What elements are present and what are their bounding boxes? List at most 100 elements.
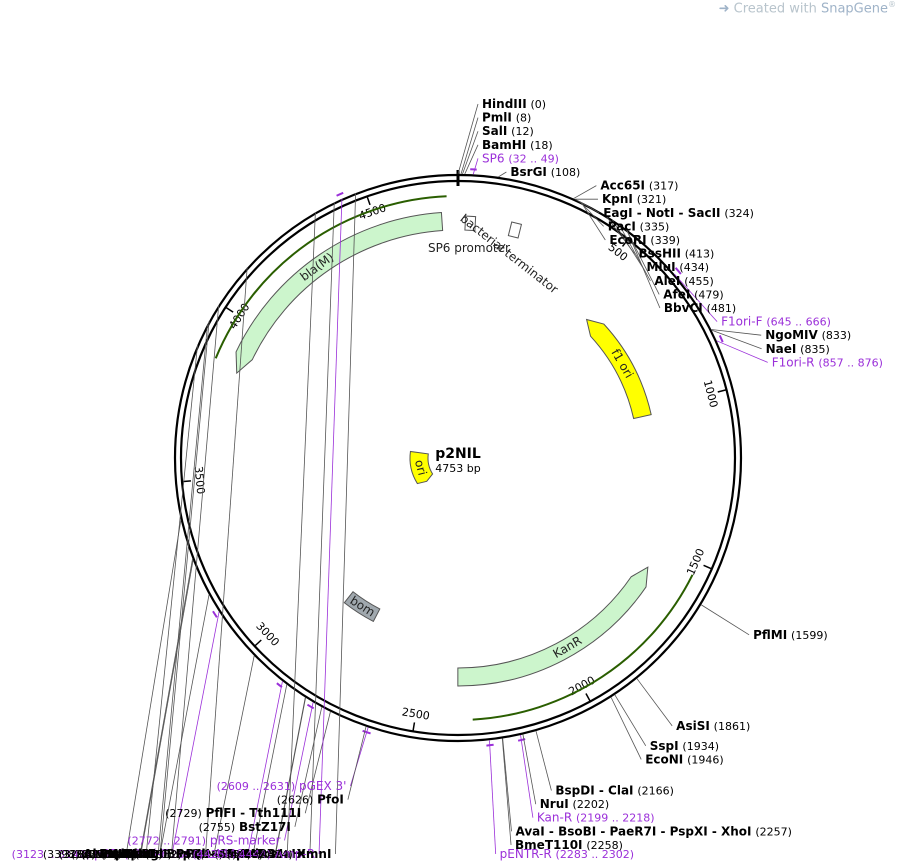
leader-l4440: [247, 681, 283, 855]
site-position: (3936): [85, 848, 122, 861]
site-position: (481): [707, 302, 737, 315]
site-name: BamHI: [482, 138, 526, 152]
site-position: (8): [516, 112, 532, 125]
enzyme-label-bbvci: BbvCI (481): [664, 301, 736, 315]
primer-label-f1ori-f: F1ori-F (645 .. 666): [721, 315, 831, 329]
leader-sp6: [472, 158, 479, 175]
site-name: BspDI - ClaI: [555, 784, 633, 798]
enzyme-label-asisi: AsiSI (1861): [676, 719, 750, 733]
enzyme-label-bsahi: (4412) BsaHI: [227, 847, 306, 861]
site-position: (1934): [682, 740, 719, 753]
enzyme-label-econi: EcoNI (1946): [645, 752, 723, 766]
leader-pfoi: [347, 726, 367, 800]
site-name: PstI: [176, 847, 202, 861]
site-position: (2729): [165, 807, 202, 820]
leader-bspqi-sapi: [252, 684, 288, 855]
enzyme-label-eagi-noti-sacii: EagI - NotI - SacII (324): [603, 206, 754, 220]
site-position: (32 .. 49): [508, 152, 559, 165]
primer-mark-l4440: [276, 682, 283, 688]
watermark-brand: SnapGene: [820, 1, 888, 17]
site-position: (2609 .. 2631): [217, 780, 296, 793]
site-position: (1946): [687, 753, 724, 766]
site-name: PspFI: [99, 847, 136, 861]
leader-amp-r: [318, 198, 343, 855]
site-name: pBR322ori-F: [94, 847, 168, 861]
site-position: (4412): [227, 848, 264, 861]
primer-mark-f1ori-r: [718, 335, 724, 343]
plasmid-backbone: [173, 170, 743, 743]
site-name: BseYI: [99, 847, 137, 861]
leader-nrui: [522, 734, 537, 805]
site-position: (2202): [573, 798, 610, 811]
leader-psti: [205, 267, 248, 855]
site-name: PacI: [608, 219, 636, 233]
primer-mark-amp-r: [336, 191, 344, 197]
site-name: EcoNI: [645, 752, 683, 766]
site-name: PflFI - Tth111I: [206, 806, 302, 820]
enzyme-label-bseyi: (3286) BseYI: [59, 847, 137, 861]
primer-label-pbr322ori-f: (3123 .. 3142) pBR322ori-F: [12, 847, 168, 861]
site-name: AhdI: [111, 847, 142, 861]
tick-mark: [412, 722, 416, 732]
leader-afei: [625, 228, 660, 295]
leader-pentr-r: [489, 740, 497, 855]
site-position: (321): [637, 193, 667, 206]
site-name: BbvCI: [664, 301, 703, 315]
enzyme-label-nrui: NruI (2202): [540, 797, 609, 811]
enzyme-label-psti: (4120) PstI: [135, 847, 201, 861]
leader-naei: [711, 329, 762, 350]
leader-lines: [125, 103, 768, 855]
leader-bbvci: [626, 229, 661, 309]
bla-m-feature: [235, 212, 444, 375]
primer-label-l4440: (2872 .. 2889) L4440: [124, 847, 244, 861]
site-position: (2866): [126, 848, 163, 861]
tick-mark: [366, 196, 371, 206]
leader-prs-marker: [284, 702, 314, 841]
watermark-mark: ®: [888, 0, 896, 9]
enzyme-label-sspi: SspI (1934): [650, 739, 719, 753]
site-position: (2199 .. 2218): [576, 812, 655, 825]
site-position: (835): [800, 343, 830, 356]
leader-pflfi-tth111i: [304, 711, 331, 814]
enzyme-label-alwni: (3398) AlwNI: [43, 847, 122, 861]
site-name: pGEX 3': [299, 779, 346, 793]
enzyme-label-scai: (4355) ScaI: [215, 847, 284, 861]
site-position: (3875): [71, 848, 108, 861]
site-name: AlwNI: [83, 847, 122, 861]
site-name: Amp-R: [275, 847, 315, 861]
site-name: NgoMIV: [765, 328, 818, 342]
leader-alwni: [125, 520, 182, 855]
enzyme-label-bspqi-sapi: (2866) BspQI - SapI: [126, 847, 249, 861]
site-position: (479): [694, 288, 724, 301]
site-name: XmnI: [297, 847, 332, 861]
enzyme-label-pcii: (2982) PciI: [145, 847, 210, 861]
orf-line: [472, 574, 694, 721]
enzyme-label-pflmi: PflMI (1599): [753, 628, 828, 642]
primer-label-sp6: SP6 (32 .. 49): [482, 151, 559, 165]
leader-bsahi: [309, 202, 335, 855]
primer-label-f1ori-r: F1ori-R (857 .. 876): [772, 355, 883, 369]
site-name: EcoRI: [609, 233, 646, 247]
site-name: BstZ17I: [239, 820, 291, 834]
leader-pmli: [460, 117, 479, 175]
enzyme-label-ahdi: (3875) AhdI: [71, 847, 142, 861]
site-position: (2626): [277, 794, 314, 807]
leader-pflmi: [700, 604, 750, 636]
bacterial-terminator-glyph: [507, 221, 523, 239]
site-position: (12): [511, 125, 534, 138]
site-name: Kan-R: [537, 811, 572, 825]
primer-mark-pbr322ori-f: [212, 610, 218, 618]
enzyme-label-ngomiv: NgoMIV (833): [765, 328, 851, 342]
enzyme-label-bsshii: BssHII (413): [639, 247, 715, 261]
leader-asisi: [636, 678, 673, 727]
site-name: HindIII: [482, 97, 527, 111]
site-position: (324): [724, 207, 754, 220]
leader-scai: [286, 212, 316, 855]
site-name: BstAPI: [227, 847, 272, 861]
site-position: (4355): [215, 848, 252, 861]
site-name: BsaI: [125, 847, 154, 861]
site-name: EagI - NotI - SacII: [603, 206, 720, 220]
f1-ori-feature: [585, 318, 652, 420]
tick-label: 1000: [701, 379, 720, 409]
site-position: (317): [649, 180, 679, 193]
